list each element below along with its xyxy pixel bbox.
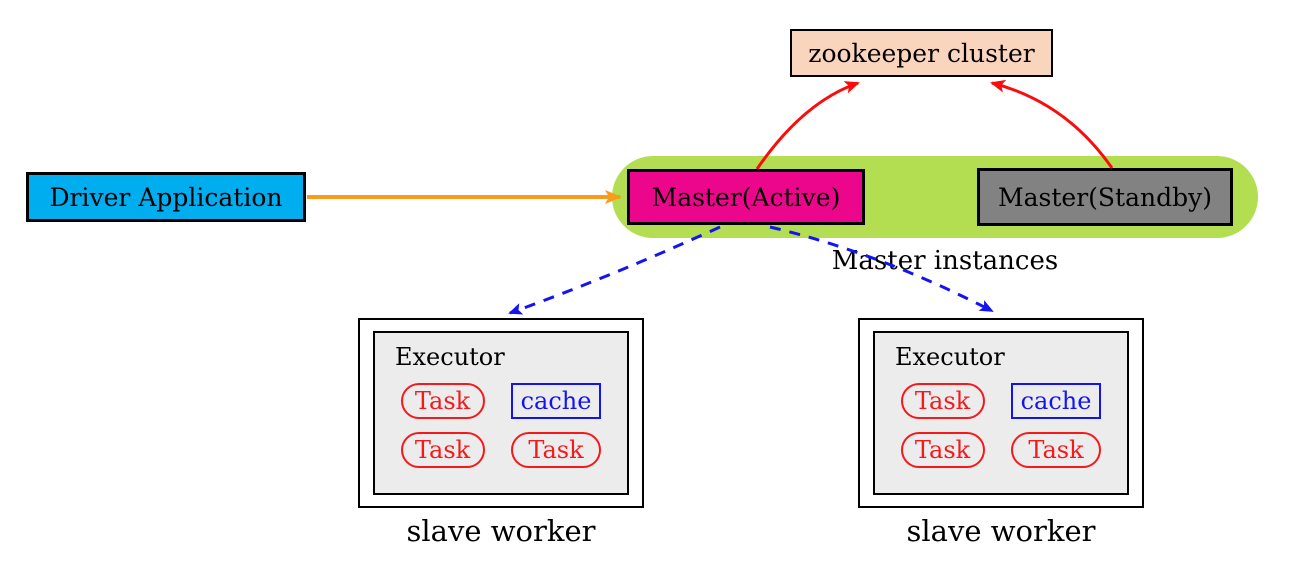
- slave-worker-box: Executor Task cache Task Task: [858, 318, 1144, 508]
- task-oval: Task: [900, 432, 985, 468]
- zookeeper-cluster-label: zookeeper cluster: [808, 38, 1035, 68]
- task-oval: Task: [510, 432, 602, 468]
- cache-box: cache: [510, 383, 602, 419]
- slave-worker-label: slave worker: [406, 514, 596, 548]
- zookeeper-cluster-box: zookeeper cluster: [790, 29, 1053, 77]
- task-oval: Task: [400, 383, 485, 419]
- executor-box: Executor Task cache Task Task: [373, 331, 629, 495]
- master-standby-label: Master(Standby): [998, 182, 1212, 212]
- slave-worker-label: slave worker: [906, 514, 1096, 548]
- master-standby-box: Master(Standby): [977, 168, 1233, 226]
- task-oval: Task: [900, 383, 985, 419]
- executor-label: Executor: [395, 343, 505, 371]
- executor-grid: Task cache Task Task: [375, 383, 627, 468]
- driver-application-box: Driver Application: [26, 172, 306, 222]
- slave-worker-box: Executor Task cache Task Task: [358, 318, 644, 508]
- master-active-label: Master(Active): [651, 182, 841, 212]
- master-active-box: Master(Active): [627, 169, 865, 225]
- cache-box: cache: [1010, 383, 1102, 419]
- master-to-left-worker-dashed-arrow: [508, 225, 721, 315]
- executor-grid: Task cache Task Task: [875, 383, 1127, 468]
- executor-box: Executor Task cache Task Task: [873, 331, 1129, 495]
- task-oval: Task: [1010, 432, 1102, 468]
- task-oval: Task: [400, 432, 485, 468]
- driver-application-label: Driver Application: [49, 182, 283, 212]
- executor-label: Executor: [895, 343, 1005, 371]
- master-instances-label: Master instances: [831, 246, 1059, 276]
